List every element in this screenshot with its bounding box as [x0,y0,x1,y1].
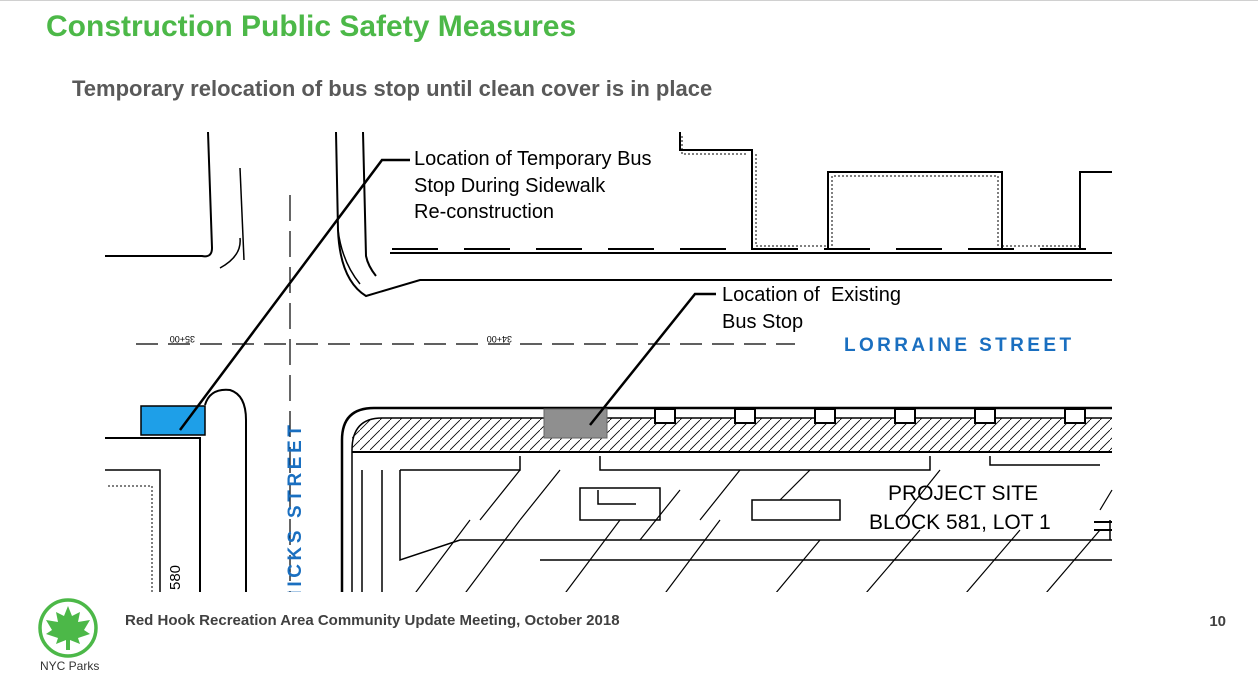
logo-text: NYC Parks [40,659,100,673]
top-rule [0,0,1258,1]
sidewalk-hatch [352,418,1112,452]
station-label-right: 34+00 [487,334,512,344]
tree-pits [654,408,1086,424]
buildings-top [108,132,1112,592]
temp-stop-label-line-1: Location of Temporary Bus [414,148,652,170]
project-site-interior [399,456,1113,592]
existing-stop-label-line-2: Bus Stop [722,311,803,333]
leader-line-temp-stop [178,158,410,431]
lot-number-label: 580 [167,565,184,590]
station-label-left: 35+00 [170,334,195,344]
temp-stop-label-line-2: Stop During Sidewalk [414,175,606,197]
nyc-parks-leaf-icon [38,598,98,658]
hicks-street-label: HICKS STREET [285,421,306,592]
leader-line-existing-stop [589,292,716,426]
existing-stop-label-line-1: Location of Existing [722,284,901,306]
slide-subtitle: Temporary relocation of bus stop until c… [72,76,713,101]
lorraine-street-label: LORRAINE STREET [844,335,1074,356]
project-site-label-line-1: PROJECT SITE [888,482,1038,505]
footer-text: Red Hook Recreation Area Community Updat… [125,612,620,629]
site-plan-diagram: Location of Temporary Bus Stop During Si… [100,128,1120,592]
existing-bus-stop-marker [543,408,608,439]
page-number: 10 [1209,613,1226,630]
project-site-label-line-2: BLOCK 581, LOT 1 [869,511,1051,534]
temp-stop-label-line-3: Re-construction [414,201,554,223]
slide-title: Construction Public Safety Measures [46,10,577,43]
